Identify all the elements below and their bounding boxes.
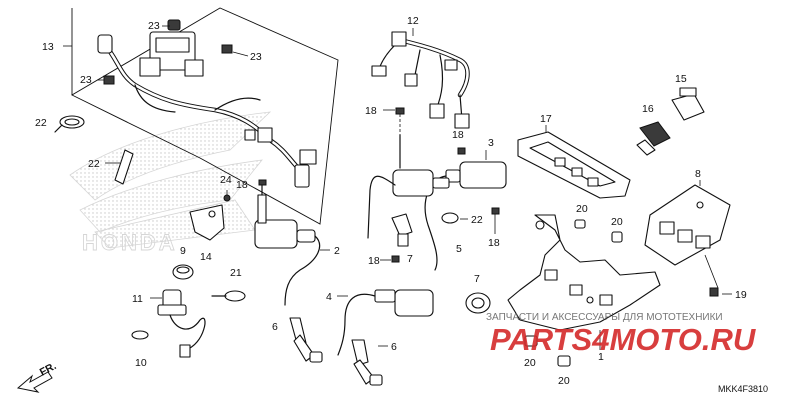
callout-16: 16 [642, 103, 654, 115]
relay-cap-16 [636, 121, 671, 156]
callout-2: 2 [334, 245, 340, 257]
spark-plug-cap-7a [391, 213, 413, 247]
front-direction-arrow: FR. [16, 360, 59, 393]
callout-20b: 20 [611, 216, 623, 228]
callout-14: 14 [200, 251, 212, 263]
site-watermark-logo: PARTS4MOTO.RU [490, 322, 757, 357]
callout-22a: 22 [35, 117, 47, 129]
ignition-coil-2 [254, 194, 321, 306]
relay-15 [671, 87, 705, 121]
clamp-21 [211, 290, 246, 302]
diagram-code: MKK4F3810 [718, 384, 768, 394]
callout-4: 4 [326, 291, 332, 303]
callout-11: 11 [132, 293, 143, 305]
spark-plug-cap-6b [351, 339, 383, 386]
neutral-switch-11 [157, 289, 206, 358]
honda-watermark-text: HONDA [82, 230, 178, 255]
callout-18e: 18 [368, 255, 380, 267]
front-direction-label: FR. [38, 360, 59, 379]
spark-plug-cap-6a [289, 317, 323, 363]
callout-24: 24 [220, 174, 232, 186]
callout-20c: 20 [524, 357, 536, 369]
callout-7b: 7 [474, 273, 480, 285]
grommet-20d [557, 355, 571, 367]
callout-7a: 7 [407, 253, 413, 265]
callout-21: 21 [230, 267, 242, 279]
callout-18c: 18 [452, 129, 464, 141]
callout-12: 12 [407, 15, 419, 27]
callout-18d: 18 [488, 237, 500, 249]
callout-15: 15 [675, 73, 687, 85]
callout-18b: 18 [365, 105, 377, 117]
callout-6b: 6 [391, 341, 397, 353]
callout-20a: 20 [576, 203, 588, 215]
callout-3: 3 [488, 137, 494, 149]
ignition-coil-4 [337, 289, 434, 356]
site-watermark: ЗАПЧАСТИ И АКСЕССУАРЫ ДЛЯ МОТОТЕХНИКИ PA… [486, 312, 757, 357]
wire-harness-group [71, 7, 339, 225]
callout-23a: 23 [148, 20, 160, 32]
bracket-1 [507, 214, 661, 331]
callout-9: 9 [180, 245, 186, 257]
cap-7b [465, 292, 491, 314]
callout-8: 8 [695, 168, 701, 180]
wire-clip-22 [114, 149, 134, 185]
callout-23b: 23 [250, 51, 262, 63]
ecu-17 [517, 131, 631, 199]
callout-22b: 22 [88, 158, 100, 170]
regulator-8 [644, 184, 731, 266]
callout-18a: 18 [236, 179, 248, 191]
grommet-20a [574, 219, 586, 229]
callout-5: 5 [456, 243, 462, 255]
callout-10: 10 [135, 357, 147, 369]
callout-19: 19 [735, 289, 747, 301]
bracket-14 [189, 204, 225, 241]
band-clamp-22 [54, 115, 85, 133]
callout-6a: 6 [272, 321, 278, 333]
site-watermark-subtitle: ЗАПЧАСТИ И АКСЕССУАРЫ ДЛЯ МОТОТЕХНИКИ [486, 312, 723, 323]
grommet-20c [524, 335, 538, 347]
ignition-coil-upper [367, 134, 450, 239]
main-harness-12 [371, 31, 470, 129]
callout-22c: 22 [471, 214, 483, 226]
clip-22c [441, 212, 459, 224]
cap-9 [172, 264, 194, 280]
callout-1: 1 [598, 351, 604, 363]
callout-13: 13 [42, 41, 54, 53]
o-ring-10 [131, 330, 149, 340]
callout-23c: 23 [80, 74, 92, 86]
callout-20d: 20 [558, 375, 570, 387]
callout-17: 17 [540, 113, 552, 125]
bolt-18a [258, 179, 267, 196]
grommet-20b [611, 231, 623, 243]
